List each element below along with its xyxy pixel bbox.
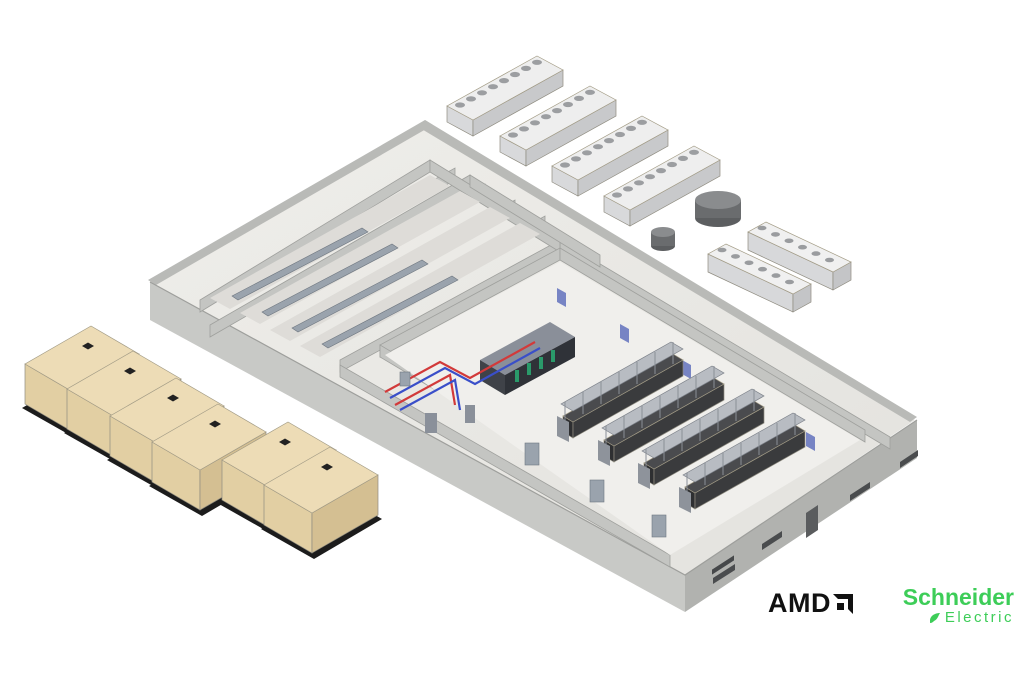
fan-icon [623, 186, 633, 192]
fan-icon [571, 156, 581, 162]
facade-windows [712, 555, 734, 575]
rack-end-cap [638, 463, 650, 489]
dry-cooler-1 [446, 55, 564, 137]
fan-icon [637, 119, 647, 125]
switchgear-rows [231, 227, 459, 349]
fan-icon [798, 244, 807, 250]
dry-coolers [446, 55, 721, 227]
amd-arrow-icon [833, 593, 853, 614]
schneider-logo-line1: Schneider [902, 584, 1014, 610]
rack-frame [641, 388, 765, 459]
rack-frame [560, 341, 684, 412]
generator-hatch [321, 463, 333, 471]
dry-cooler-body [446, 55, 564, 137]
dry-cooler-body [603, 145, 721, 227]
generator-hatch [124, 367, 136, 375]
fan-icon [771, 273, 781, 278]
fan-icon [521, 65, 531, 71]
fan-icon [532, 59, 542, 65]
pipe-manifolds [425, 405, 475, 433]
fan-icon [656, 168, 666, 174]
fan-icon [785, 279, 794, 285]
exterior-door [806, 505, 818, 538]
storage-tanks [651, 191, 741, 251]
fan-icon [541, 114, 551, 120]
fan-icon [574, 95, 584, 101]
chillers [707, 221, 852, 313]
chiller-1 [707, 243, 812, 313]
fan-icon [634, 180, 644, 186]
generator-hatch [209, 420, 221, 428]
generator-6 [261, 446, 382, 559]
fan-icon [626, 125, 636, 131]
fan-icon [563, 101, 573, 108]
fan-icon [771, 232, 780, 237]
fan-icon [488, 84, 498, 90]
generator-hatch [279, 438, 291, 446]
rack-end-cap [598, 440, 610, 466]
fan-icon [678, 155, 688, 161]
rack-rows [557, 341, 806, 513]
fan-icon [744, 260, 754, 266]
fan-icon [784, 238, 794, 244]
fan-icon [758, 266, 767, 272]
chiller-2 [747, 221, 852, 291]
fan-icon [508, 132, 518, 138]
rack-end-cap [679, 487, 691, 513]
generators [22, 325, 382, 559]
coolant-pipes [384, 341, 541, 411]
fan-icon [466, 96, 476, 102]
dry-cooler-4 [603, 145, 721, 227]
electrical-rooms [210, 175, 540, 357]
fan-icon [811, 251, 821, 256]
fan-icon [645, 174, 655, 180]
fan-icon [717, 247, 727, 253]
fan-icon [455, 102, 465, 108]
fan-icon [689, 149, 699, 155]
dry-cooler-body [551, 115, 669, 197]
generator-body [263, 446, 379, 554]
fan-icon [604, 138, 614, 144]
schneider-logo-line2: Electric [944, 609, 1014, 626]
fan-icon [582, 150, 592, 156]
amd-logo-text: AMD [768, 588, 831, 618]
fan-icon [519, 126, 529, 132]
rack-frame [601, 365, 725, 436]
dry-cooler-2 [499, 85, 617, 167]
fan-icon [510, 71, 520, 78]
fan-icon [612, 192, 622, 198]
fan-icon [560, 162, 570, 168]
fan-icon [585, 89, 595, 95]
rack-row-2 [598, 365, 725, 466]
rack-frame [682, 412, 806, 483]
rack-end-cap [557, 416, 569, 442]
rack-row-1 [557, 341, 684, 442]
rack-row-4 [679, 412, 806, 513]
fan-icon [731, 254, 740, 259]
fan-icon [757, 225, 767, 231]
dry-cooler-3 [551, 115, 669, 197]
rack-row-cabinets [643, 400, 765, 486]
schneider-electric-logo: Schneider Electric [884, 584, 1014, 626]
fan-icon [499, 78, 509, 84]
rack-row-cabinets [684, 424, 806, 510]
fan-icon [552, 108, 562, 114]
wall-panels [399, 371, 667, 538]
rack-row-3 [638, 388, 765, 489]
fan-icon [477, 90, 487, 96]
generator-hatch [167, 394, 179, 402]
fan-icon [615, 131, 625, 138]
fan-icon [593, 144, 603, 150]
generator-hatch [82, 342, 94, 350]
amd-logo: AMD [768, 590, 853, 617]
schneider-life-is-on-icon [929, 612, 940, 623]
fan-icon [825, 257, 834, 263]
dry-cooler-body [499, 85, 617, 167]
fan-icon [667, 161, 677, 168]
fan-icon [530, 120, 540, 126]
